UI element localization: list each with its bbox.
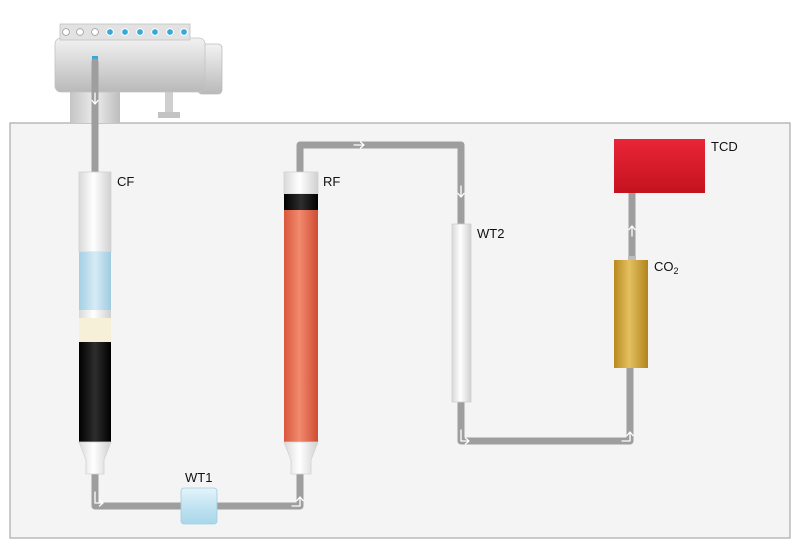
co2-label: CO2 (654, 259, 679, 276)
flow-arrow-icon (91, 92, 636, 507)
cf-label: CF (117, 174, 134, 189)
co2-label-subscript: 2 (674, 266, 679, 276)
tcd-detector (614, 139, 705, 193)
wt1-water-trap (180, 487, 218, 525)
co2-absorber (614, 256, 648, 368)
wt2-label: WT2 (477, 226, 504, 241)
cf-column (78, 171, 112, 475)
wt1-label: WT1 (185, 470, 212, 485)
rf-column (283, 171, 319, 475)
tcd-label: TCD (711, 139, 738, 154)
autosampler-unit-icon (54, 23, 223, 123)
rf-label: RF (323, 174, 340, 189)
wt2-water-trap (451, 223, 472, 403)
sample-port-row (62, 28, 188, 36)
co2-label-main: CO (654, 259, 674, 274)
